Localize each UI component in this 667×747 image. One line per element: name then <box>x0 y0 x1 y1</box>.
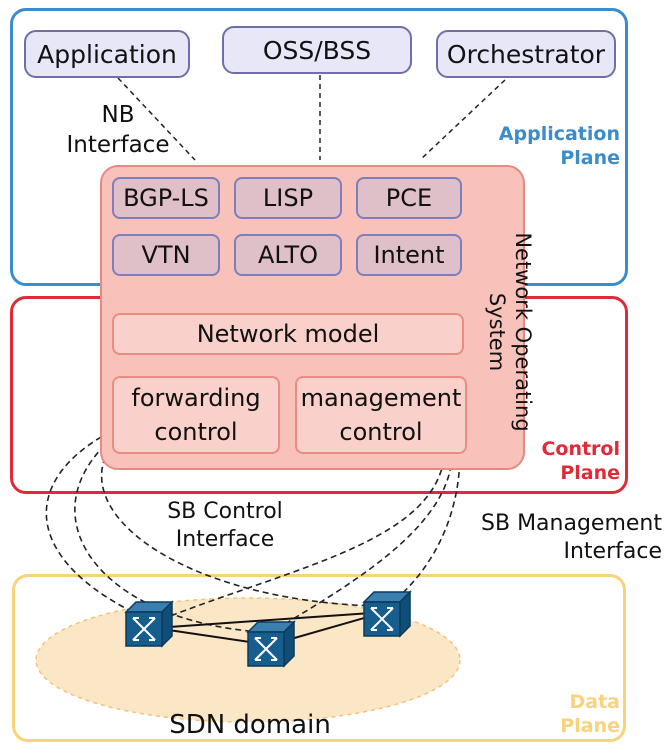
data-plane-label-line1: Data <box>569 691 621 713</box>
data-plane-label-line2: Plane <box>560 715 620 737</box>
network-model-box: Network model <box>112 313 464 355</box>
sb-management-curve-2 <box>274 454 453 631</box>
forwarding-control-line2: control <box>154 418 238 446</box>
management-control-line2: control <box>339 418 423 446</box>
protocol-intent: Intent <box>356 234 462 276</box>
sb-control-label-line1: SB Control <box>167 499 283 524</box>
nb-line-orchestrator <box>419 79 506 161</box>
switch-icon <box>124 600 174 648</box>
switch-icon <box>246 620 296 668</box>
sb-management-label-line1: SB Management <box>481 511 662 536</box>
data-plane <box>12 574 626 742</box>
sb-control-curve-2 <box>74 444 261 633</box>
application-plane-label: Application Plane <box>460 122 620 170</box>
sb-management-label-line2: Interface <box>563 539 663 564</box>
application-plane-label-line1: Application <box>498 123 620 145</box>
network-operating-system-label: Network Operating System <box>476 162 536 502</box>
oss-bss-box: OSS/BSS <box>222 26 412 74</box>
control-plane-label: Control Plane <box>460 437 620 485</box>
protocol-lisp: LISP <box>234 177 342 219</box>
sb-control-interface-label: SB Control Interface <box>140 498 310 554</box>
nb-interface-label-line1: NB <box>101 102 135 128</box>
nb-interface-label: NB Interface <box>52 100 184 160</box>
nos-label-line1: Network Operating <box>511 232 535 432</box>
sb-management-curve-1 <box>159 449 446 621</box>
control-plane-label-line2: Plane <box>560 462 620 484</box>
nb-line-application <box>117 77 196 161</box>
protocol-vtn: VTN <box>112 234 220 276</box>
control-plane-label-line1: Control <box>541 438 620 460</box>
protocol-pce: PCE <box>356 177 462 219</box>
sb-control-curve-3 <box>101 439 376 607</box>
nb-interface-label-line2: Interface <box>66 132 170 158</box>
forwarding-control-line1: forwarding <box>131 384 261 412</box>
link-s1-s3 <box>154 611 386 629</box>
management-control-line1: management <box>300 384 462 412</box>
sdn-domain-label: SDN domain <box>169 710 331 740</box>
data-plane-label: Data Plane <box>460 690 620 738</box>
application-box: Application <box>24 30 190 78</box>
protocol-alto: ALTO <box>234 234 342 276</box>
sb-management-curve-3 <box>394 451 461 601</box>
sb-management-interface-label: SB Management Interface <box>462 510 662 566</box>
orchestrator-box: Orchestrator <box>436 30 616 78</box>
management-control-box: management control <box>295 376 467 454</box>
forwarding-control-box: forwarding control <box>112 376 280 454</box>
sb-control-label-line2: Interface <box>175 527 275 552</box>
application-plane-label-line2: Plane <box>560 147 620 169</box>
switch-icon <box>362 590 412 638</box>
protocol-bgp-ls: BGP-LS <box>112 177 220 219</box>
sb-control-curve-1 <box>45 431 146 619</box>
nos-label-line2: System <box>485 292 509 372</box>
